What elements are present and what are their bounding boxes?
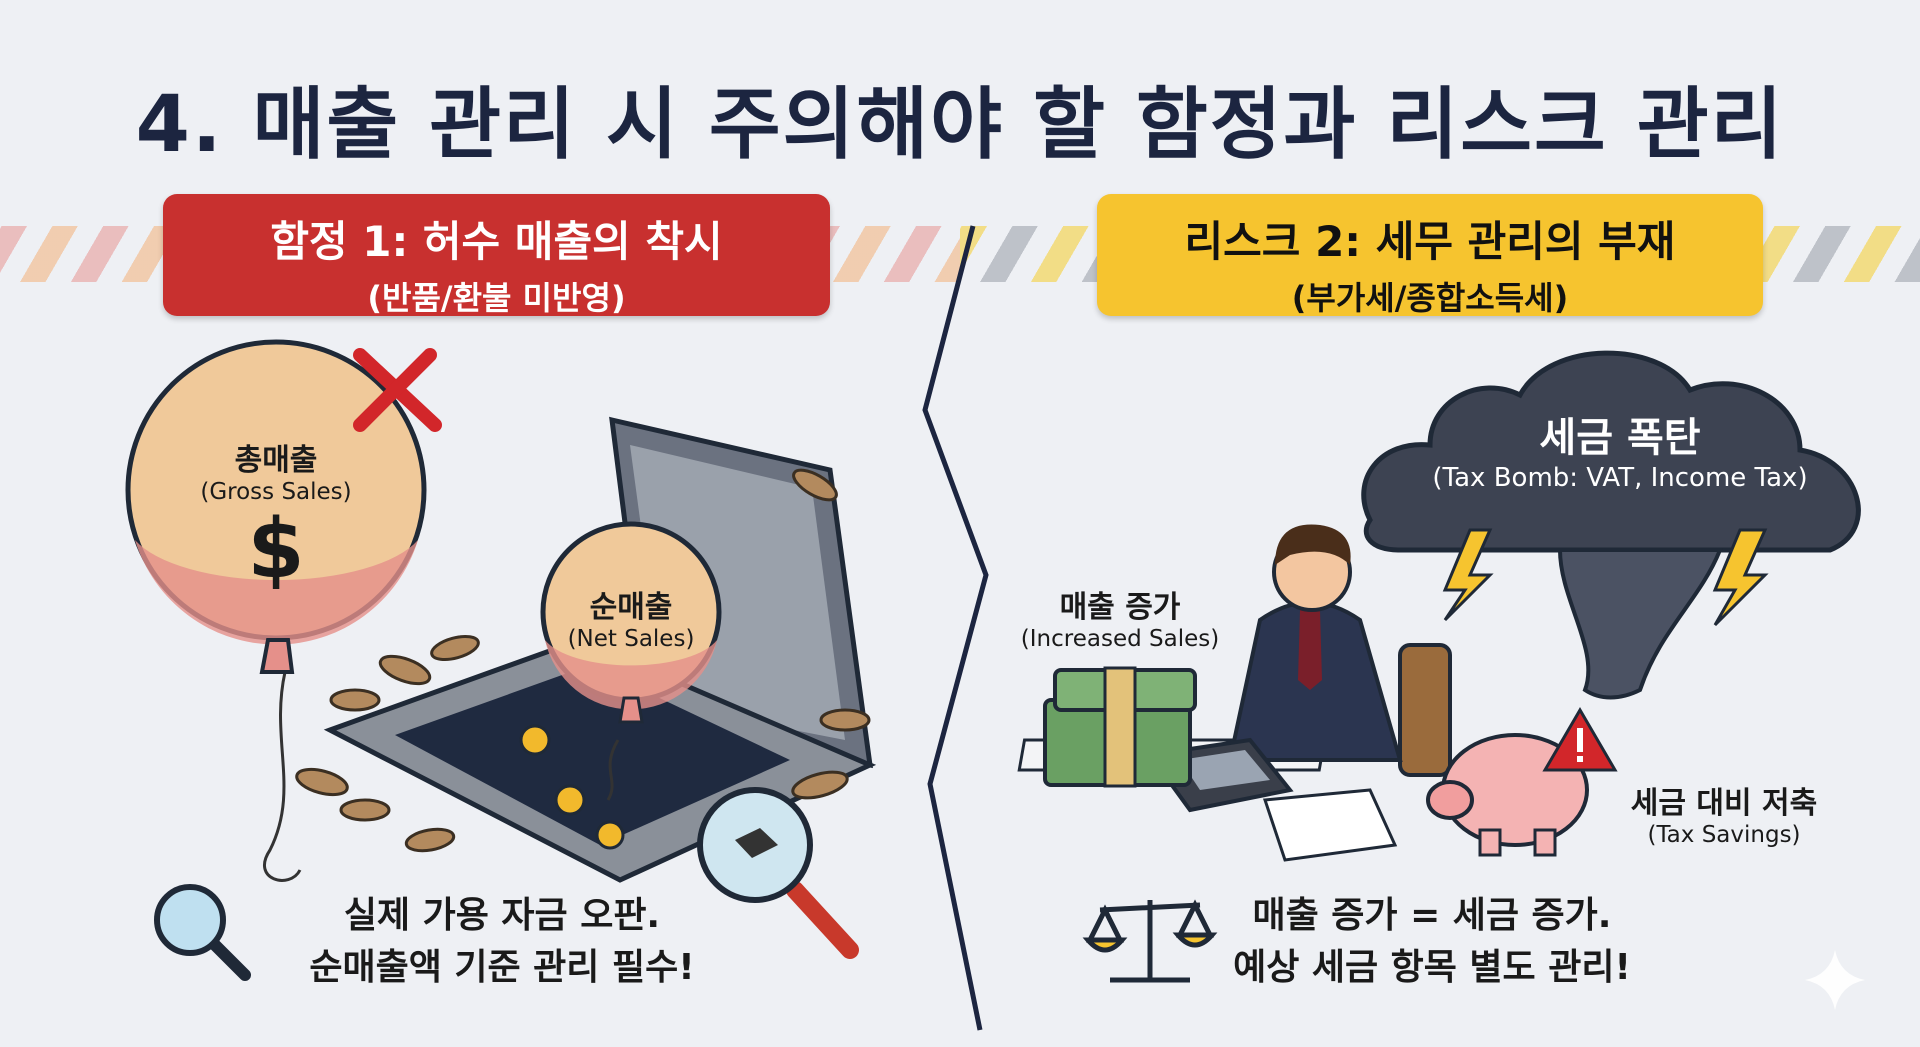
sparkle-icon (1805, 950, 1865, 1010)
gross-sales-korean: 총매출 (234, 443, 318, 478)
balance-scale-icon (1082, 899, 1218, 983)
storm-cloud (1361, 350, 1861, 700)
risk-2-subtitle: (부가세/종합소득세) (1291, 279, 1569, 317)
increased-sales-english: (Increased Sales) (1020, 626, 1220, 652)
page-title: 4. 매출 관리 시 주의해야 할 함정과 리스크 관리 (135, 80, 1785, 170)
tax-bomb-label: 세금 폭탄 (Tax Bomb: VAT, Income Tax) (1400, 405, 1840, 493)
tax-savings-english: (Tax Savings) (1647, 822, 1801, 848)
dollar-icon: $ (247, 502, 305, 597)
pitfall-1-subtitle: (반품/환불 미반영) (367, 279, 626, 317)
left-conclusion: 실제 가용 자금 오판. 순매출액 기준 관리 필수! (272, 890, 732, 994)
gross-sales-balloon (125, 339, 427, 882)
money-stack-icon (1043, 666, 1197, 788)
tax-bomb-english: (Tax Bomb: VAT, Income Tax) (1432, 463, 1808, 493)
gross-sales-english: (Gross Sales) (200, 479, 352, 505)
right-conclusion: 매출 증가 = 세금 증가. 예상 세금 항목 별도 관리! (1202, 890, 1662, 994)
x-mark-icon (353, 348, 442, 432)
right-conclusion-line-2: 예상 세금 항목 별도 관리! (1233, 947, 1631, 988)
warning-icon (1542, 707, 1618, 772)
net-sales-korean: 순매출 (589, 590, 673, 625)
tax-savings-korean: 세금 대비 저축 (1630, 786, 1818, 821)
leaves (295, 468, 871, 853)
gross-sales-label: 총매출 (Gross Sales) $ (176, 435, 376, 595)
left-conclusion-line-2: 순매출액 기준 관리 필수! (309, 947, 695, 988)
risk-2-header: 리스크 2: 세무 관리의 부재 (부가세/종합소득세) (1097, 194, 1763, 317)
tax-savings-label: 세금 대비 저축 (Tax Savings) (1604, 778, 1844, 848)
right-conclusion-line-1: 매출 증가 = 세금 증가. (1252, 895, 1612, 936)
net-sales-label: 순매출 (Net Sales) (551, 582, 711, 652)
risk-2-title: 리스크 2: 세무 관리의 부재 (1184, 217, 1676, 266)
pitfall-1-header: 함정 1: 허수 매출의 착시 (반품/환불 미반영) (163, 194, 830, 317)
zigzag-divider (922, 225, 989, 1031)
pitfall-1-title: 함정 1: 허수 매출의 착시 (270, 217, 723, 266)
net-sales-balloon (540, 521, 722, 801)
tax-bomb-korean: 세금 폭탄 (1539, 415, 1701, 461)
magnifier-icon-large (697, 787, 859, 959)
net-sales-english: (Net Sales) (567, 626, 695, 652)
increased-sales-label: 매출 증가 (Increased Sales) (1000, 582, 1240, 652)
left-conclusion-line-1: 실제 가용 자금 오판. (343, 895, 661, 936)
increased-sales-korean: 매출 증가 (1059, 590, 1181, 625)
magnifier-icon-small (154, 884, 251, 981)
